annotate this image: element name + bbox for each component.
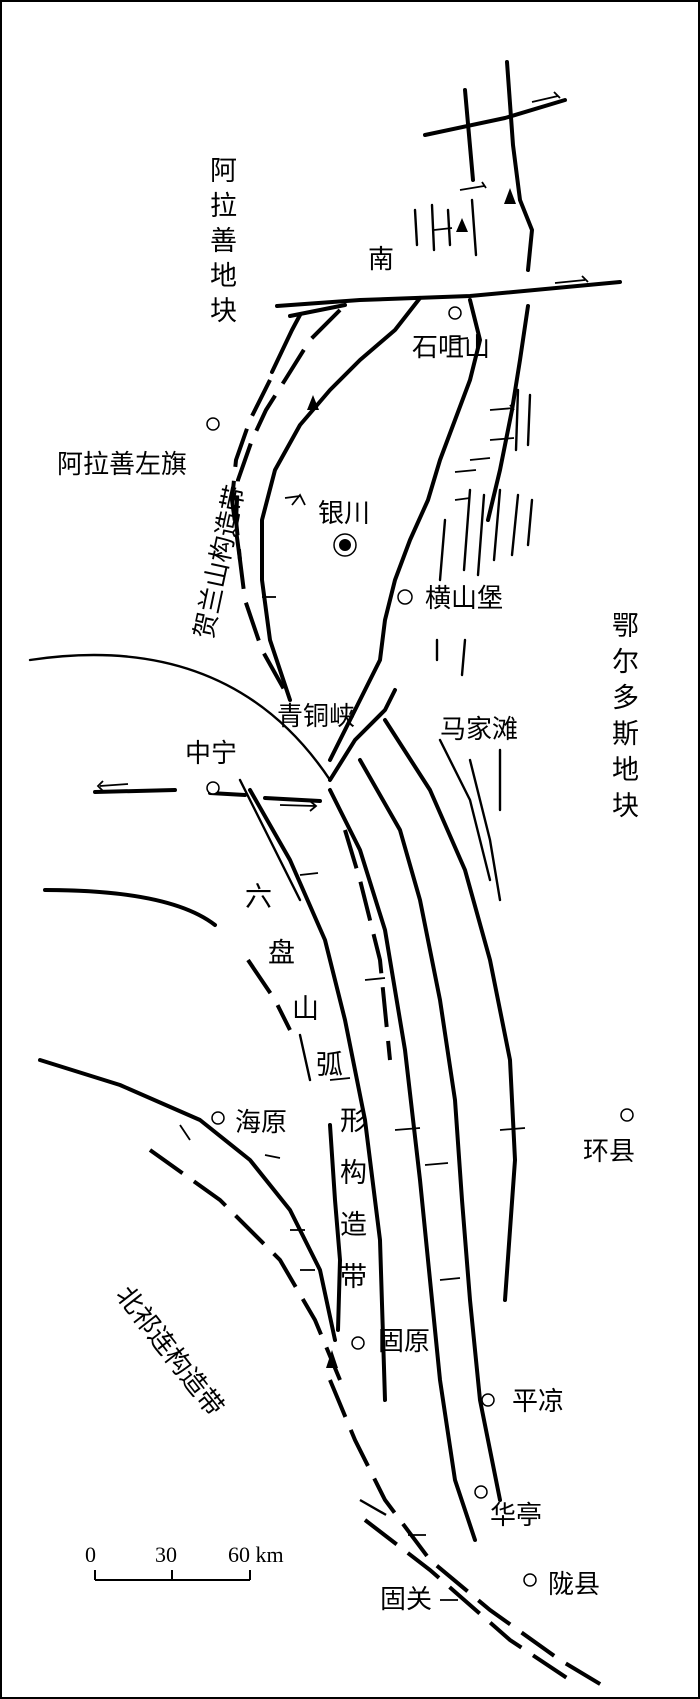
label-huanxian: 环县 [583, 1137, 635, 1167]
fault-lp-1 [328, 788, 477, 1542]
svg-text:盘: 盘 [268, 938, 295, 969]
label-alashanzuoqi: 阿拉善左旗 [57, 450, 187, 480]
east-fault-group [435, 304, 534, 677]
fault-yinchuan-east [328, 298, 482, 762]
town-marker-huanxian [620, 1108, 634, 1122]
fault-north-ew-1 [423, 98, 567, 137]
fault-main-ew [275, 280, 622, 308]
svg-text:拉: 拉 [210, 191, 237, 222]
svg-text:形: 形 [340, 1106, 367, 1137]
fault-lp-3 [383, 718, 517, 1302]
svg-text:山: 山 [292, 994, 319, 1025]
label-longxian: 陇县 [548, 1570, 600, 1600]
label-hengshanbao: 横山堡 [425, 584, 503, 614]
label-guguan: 固关 [380, 1585, 432, 1615]
town-marker-alashanzuoqi [206, 417, 220, 431]
fault-lp-2 [358, 758, 502, 1502]
svg-text:六: 六 [245, 882, 272, 913]
svg-text:地: 地 [612, 755, 639, 786]
town-marker-longxian [523, 1573, 537, 1587]
svg-text:块: 块 [612, 791, 639, 822]
helanshan-fault-group [229, 296, 482, 762]
liupanshan-fault-group [238, 718, 526, 1542]
label-yinchuan: 银川 [318, 499, 370, 529]
label-zhongning: 中宁 [185, 739, 237, 769]
label-huating: 华亭 [490, 1501, 542, 1531]
north-fault-group [275, 60, 622, 308]
label-guyuan: 固原 [378, 1327, 430, 1357]
town-marker-pingliang [481, 1393, 495, 1407]
fault-qingtongxia-knee [328, 688, 397, 782]
label-ordos-block: 鄂 尔 多 斯 地 块 [612, 611, 639, 822]
svg-text:善: 善 [210, 226, 237, 257]
scale-tick-60km: 60 km [228, 1542, 284, 1567]
fault-helan-short [270, 313, 302, 374]
label-alashan-block: 阿 拉 善 地 块 [210, 156, 237, 327]
svg-text:斯: 斯 [612, 719, 639, 750]
scale-tick-30: 30 [155, 1542, 177, 1567]
label-shizuishan: 石咀山 [412, 333, 490, 363]
label-majiatan: 马家滩 [440, 715, 518, 745]
svg-text:弧: 弧 [316, 1050, 343, 1081]
town-marker-haiyuan [211, 1111, 225, 1125]
fault-lp-west [248, 788, 387, 1402]
town-marker-shizuishan [448, 306, 462, 320]
svg-text:尔: 尔 [612, 647, 639, 678]
svg-text:构: 构 [340, 1158, 367, 1189]
svg-text:地: 地 [210, 261, 237, 292]
svg-text:带: 带 [340, 1262, 367, 1293]
svg-text:阿: 阿 [210, 156, 237, 187]
haiyuan-fault-group [38, 888, 612, 1692]
label-qingtongxia: 青铜峡 [277, 702, 355, 732]
zhongning-arc [28, 653, 332, 782]
label-haiyuan: 海原 [235, 1108, 287, 1138]
label-nan: 南 [368, 245, 394, 275]
town-marker-zhongning [206, 781, 220, 795]
scale-bar: 0 30 60 km [85, 1542, 284, 1581]
label-pingliang: 平凉 [512, 1387, 564, 1417]
svg-text:鄂: 鄂 [612, 611, 639, 642]
label-liupanshan-belt: 六 盘 山 弧 形 构 造 带 [245, 882, 367, 1293]
fault-helanshan-west [233, 308, 342, 701]
scale-tick-0: 0 [85, 1542, 96, 1567]
fault-qilian-main [328, 1379, 612, 1692]
svg-text:多: 多 [612, 683, 639, 714]
svg-text:造: 造 [340, 1210, 367, 1241]
fault-yinchuan-west [260, 296, 422, 702]
svg-text:块: 块 [210, 296, 237, 327]
town-marker-guyuan [351, 1336, 365, 1350]
town-marker-huating [474, 1485, 488, 1499]
town-marker-hengshanbao [397, 589, 413, 605]
fault-north-short [463, 88, 475, 182]
